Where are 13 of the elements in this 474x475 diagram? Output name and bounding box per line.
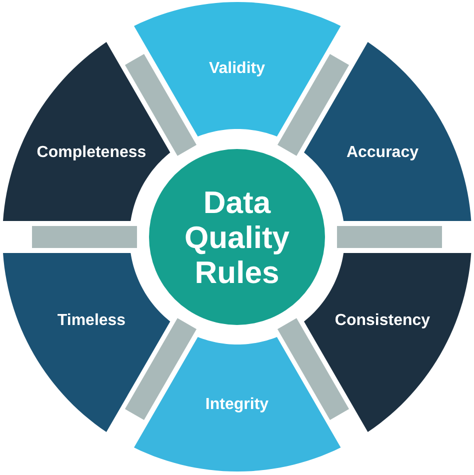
segment-label: Accuracy — [346, 144, 418, 162]
ring-segment — [134, 2, 340, 136]
segment-label: Validity — [208, 60, 265, 78]
ring-segment — [2, 253, 170, 432]
segment-label: Integrity — [205, 396, 269, 414]
ring-segment — [134, 337, 340, 472]
ring-segment — [304, 42, 472, 221]
segment-label: Consistency — [334, 312, 430, 330]
segment-label: Timeless — [57, 312, 126, 330]
center-title: Data Quality Rules — [183, 184, 291, 290]
ring-segment — [304, 253, 472, 432]
ring-segment — [2, 42, 170, 221]
segment-label: Completeness — [36, 144, 146, 162]
